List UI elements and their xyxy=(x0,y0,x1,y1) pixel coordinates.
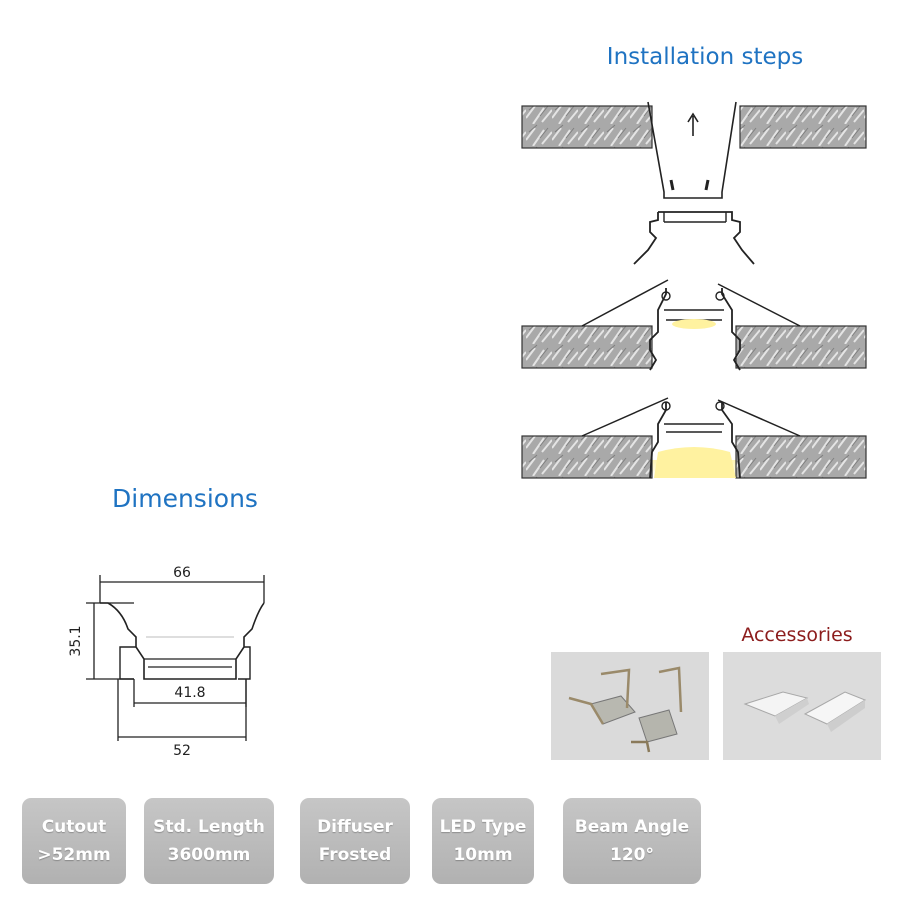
spec-badge-beam-angle: Beam Angle 120° xyxy=(563,798,701,884)
dim-top-width: 66 xyxy=(173,565,191,581)
accessory-clips-photo xyxy=(551,652,709,760)
spec-badge-diffuser: Diffuser Frosted xyxy=(300,798,410,884)
dimensions-drawing: 66 35.1 41.8 52 xyxy=(68,565,265,759)
dim-bottom-width: 52 xyxy=(173,743,191,759)
install-step-2 xyxy=(521,279,867,371)
installation-steps-diagram xyxy=(521,101,867,482)
spec-value: Frosted xyxy=(318,845,392,865)
spec-badge-std-length: Std. Length 3600mm xyxy=(144,798,274,884)
spec-label: LED Type xyxy=(439,817,527,837)
accessory-endcaps-photo xyxy=(723,652,881,760)
spec-value: >52mm xyxy=(37,845,111,865)
spec-badge-cutout: Cutout >52mm xyxy=(22,798,126,884)
spec-label: Cutout xyxy=(41,817,107,837)
install-step-3 xyxy=(521,397,867,482)
spec-value: 10mm xyxy=(453,845,513,865)
dimensions-title: Dimensions xyxy=(112,484,258,513)
install-step-1 xyxy=(521,101,867,265)
dim-height: 35.1 xyxy=(68,625,84,656)
spec-label: Diffuser xyxy=(317,817,393,837)
spec-label: Std. Length xyxy=(153,817,265,837)
spec-value: 3600mm xyxy=(167,845,251,865)
installation-steps-title: Installation steps xyxy=(606,44,804,70)
accessories-title: Accessories xyxy=(741,624,853,646)
spec-badge-led-type: LED Type 10mm xyxy=(432,798,534,884)
spec-label: Beam Angle xyxy=(574,817,690,837)
dim-inner-width: 41.8 xyxy=(174,685,205,701)
spec-value: 120° xyxy=(610,845,654,865)
